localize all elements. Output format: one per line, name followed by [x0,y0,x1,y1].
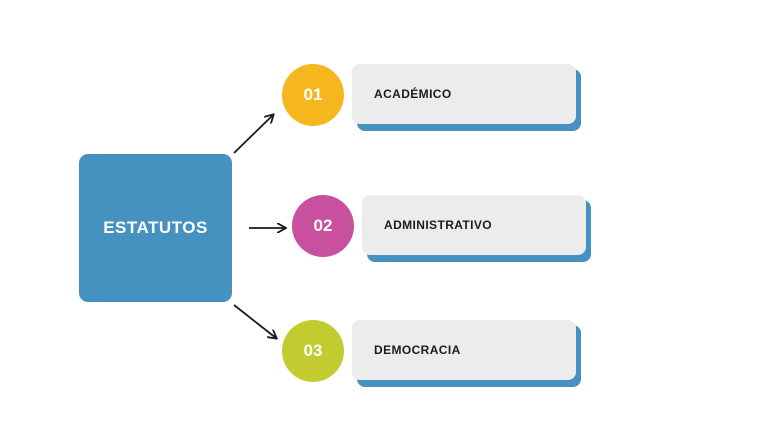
item-number: 02 [313,216,333,235]
item-label: DEMOCRACIA [374,343,461,357]
item-label: ACADÉMICO [374,87,452,101]
item-card: ACADÉMICO [352,64,576,124]
item-card: ADMINISTRATIVO [362,195,586,255]
main-node-box: ESTATUTOS [79,154,232,302]
item-number-circle: 01 [282,64,344,126]
arrow-to-item-1 [233,115,273,154]
item-number-circle: 03 [282,320,344,382]
main-node-label: ESTATUTOS [103,218,208,237]
item-number-circle: 02 [292,195,354,257]
item-number: 01 [303,85,323,104]
item-number: 03 [303,341,323,360]
arrow-to-item-3 [233,304,276,338]
item-label: ADMINISTRATIVO [384,218,493,232]
item-card: DEMOCRACIA [352,320,576,380]
